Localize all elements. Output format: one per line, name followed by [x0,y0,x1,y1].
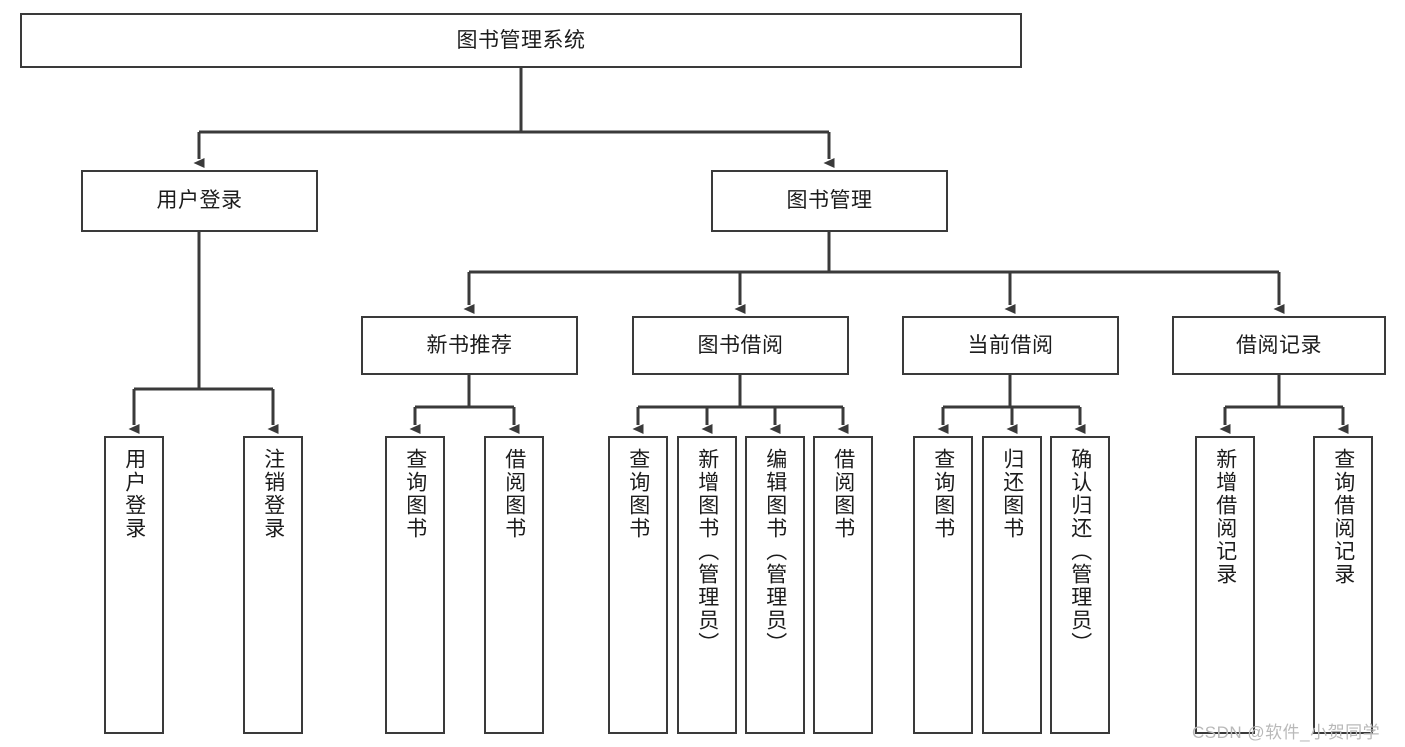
node-label: 查询图书 [931,448,955,540]
node-level3-1: 图书借阅 [632,316,849,375]
node-leaf-8: 查询图书 [913,436,973,734]
node-label: 图书管理系统 [456,28,586,52]
node-leaf-0: 用户登录 [104,436,164,734]
node-label: 用户登录 [122,448,146,540]
node-label: 新增借阅记录 [1213,448,1237,586]
node-leaf-12: 查询借阅记录 [1313,436,1373,734]
node-label: 借阅图书 [831,448,855,540]
node-leaf-6: 编辑图书（管理员） [745,436,805,734]
node-level2-0: 用户登录 [81,170,318,232]
node-level3-0: 新书推荐 [361,316,578,375]
node-label: 归还图书 [1000,448,1024,540]
csdn-watermark: CSDN @软件_小贺同学 [1192,723,1381,742]
node-level2-1: 图书管理 [711,170,948,232]
node-leaf-5: 新增图书（管理员） [677,436,737,734]
node-leaf-2: 查询图书 [385,436,445,734]
node-level3-2: 当前借阅 [902,316,1119,375]
node-root: 图书管理系统 [20,13,1022,68]
node-leaf-4: 查询图书 [608,436,668,734]
node-label: 当前借阅 [967,333,1054,357]
node-label: 查询图书 [626,448,650,540]
node-label: 借阅图书 [502,448,526,540]
node-label: 图书管理 [786,189,873,213]
node-level3-3: 借阅记录 [1172,316,1386,375]
node-label: 注销登录 [261,448,285,540]
node-label: 新书推荐 [426,333,513,357]
node-leaf-9: 归还图书 [982,436,1042,734]
node-label: 确认归还（管理员） [1068,448,1092,655]
node-leaf-10: 确认归还（管理员） [1050,436,1110,734]
node-label: 新增图书（管理员） [695,448,719,655]
node-label: 查询借阅记录 [1331,448,1355,586]
node-leaf-3: 借阅图书 [484,436,544,734]
node-label: 借阅记录 [1236,333,1322,357]
node-label: 图书借阅 [697,333,784,357]
node-label: 查询图书 [403,448,427,540]
node-leaf-7: 借阅图书 [813,436,873,734]
node-label: 用户登录 [156,189,243,213]
node-leaf-1: 注销登录 [243,436,303,734]
node-label: 编辑图书（管理员） [763,448,787,655]
node-leaf-11: 新增借阅记录 [1195,436,1255,734]
